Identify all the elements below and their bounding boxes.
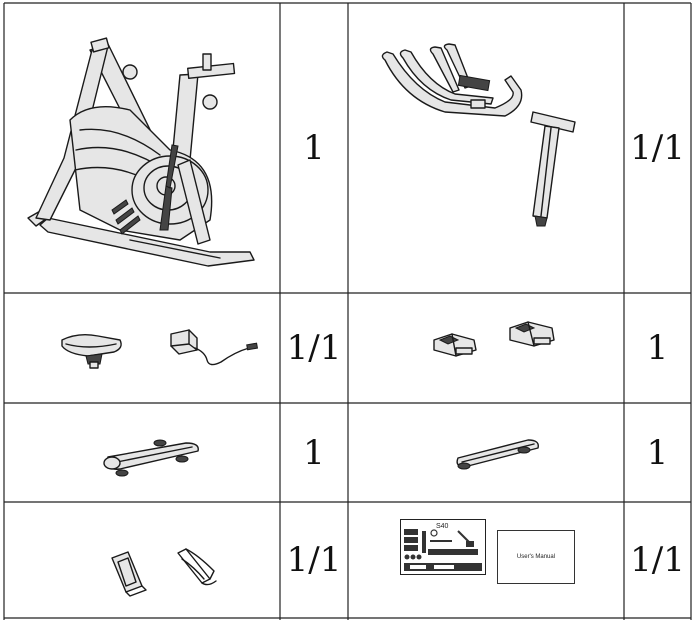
bike-frame-icon — [27, 37, 255, 267]
qty-saddle-adapter: 1/1 — [286, 328, 342, 368]
handlebar-and-seatpost-icon — [381, 43, 576, 227]
qty-rear-stabilizer: 1 — [646, 432, 669, 473]
qty-holder-cage: 1/1 — [286, 540, 342, 580]
qty-pedals: 1 — [646, 328, 669, 368]
saddle-icon — [61, 333, 122, 369]
power-adapter-icon — [170, 329, 259, 366]
pedals-icon — [433, 321, 555, 357]
qty-handlebar-seatpost: 1/1 — [630, 128, 685, 168]
front-stabilizer-icon — [103, 439, 199, 477]
rear-stabilizer-icon — [456, 439, 539, 470]
bottle-cage-icon — [177, 548, 217, 586]
users-manual-icon: User's Manual — [497, 530, 575, 584]
tool-kit-label: S40 — [436, 523, 449, 530]
phone-holder-icon — [111, 551, 147, 597]
tool-kit-icon: S40 — [400, 519, 486, 575]
qty-bike-frame: 1 — [303, 128, 325, 168]
manual-label: User's Manual — [516, 554, 556, 560]
qty-tools-manual: 1/1 — [630, 540, 685, 580]
qty-front-stabilizer: 1 — [303, 432, 325, 473]
